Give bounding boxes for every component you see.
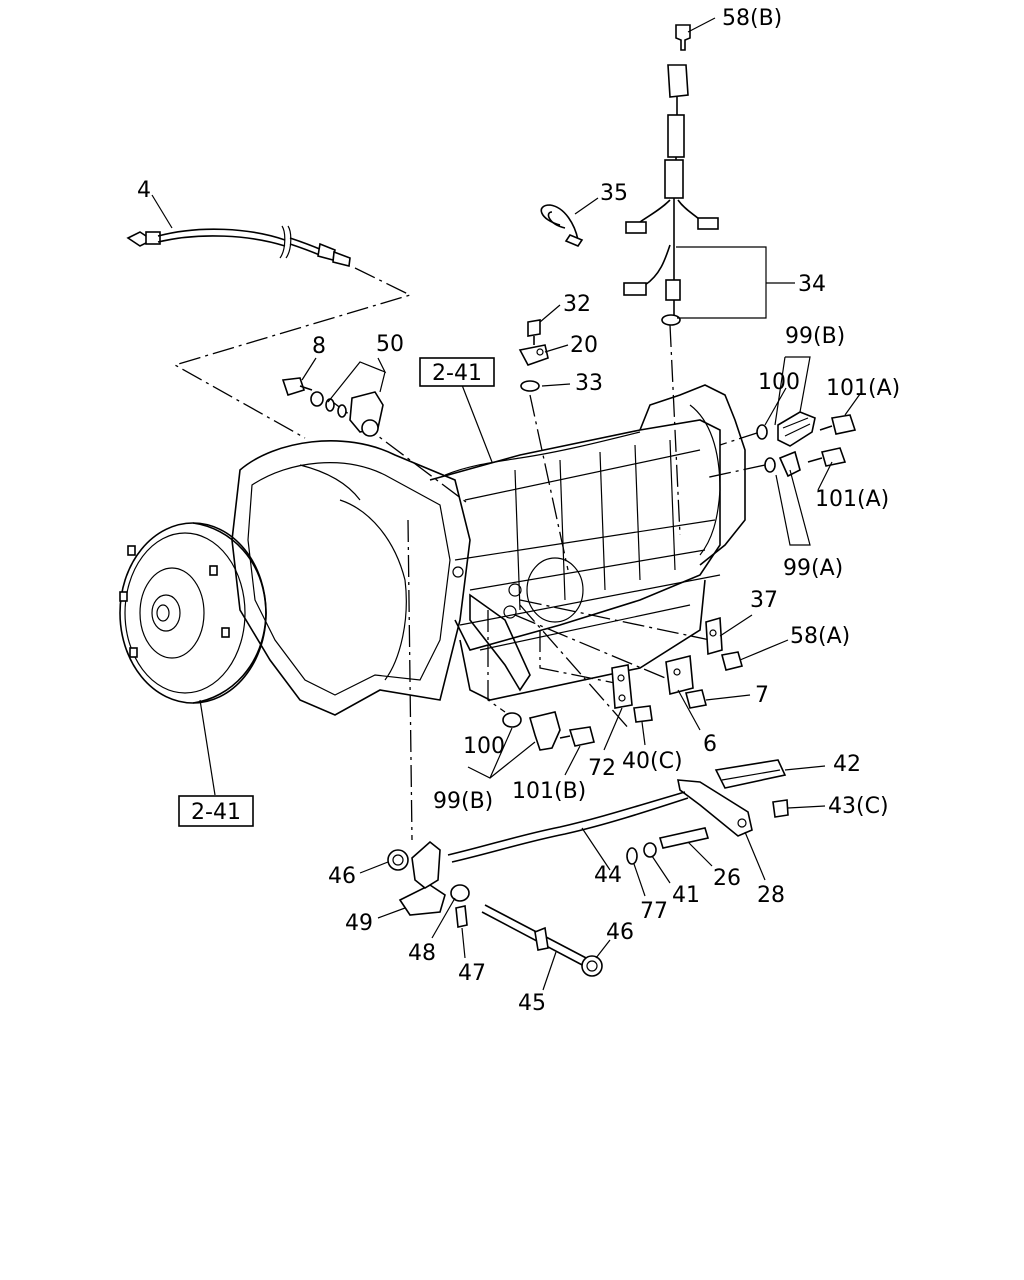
- callout-labels: 58(B) 35 34 4 32 20 33 8 50 99(B) 100 10…: [137, 6, 900, 1016]
- callout-35: 35: [600, 181, 628, 206]
- callout-37: 37: [750, 588, 778, 613]
- small-parts: [281, 319, 857, 977]
- reference-box-upper-label: 2-41: [432, 361, 482, 386]
- callout-20: 20: [570, 333, 598, 358]
- callout-72: 72: [588, 756, 616, 781]
- callout-34: 34: [798, 272, 826, 297]
- guide-lines: [173, 267, 766, 841]
- callout-47: 47: [458, 961, 486, 986]
- callout-41: 41: [672, 883, 700, 908]
- callout-58b: 58(B): [722, 6, 782, 31]
- callout-32: 32: [563, 292, 591, 317]
- reference-box-upper: 2-41: [419, 357, 495, 387]
- callout-49: 49: [345, 911, 373, 936]
- callout-44: 44: [594, 863, 622, 888]
- callout-101a-top: 101(A): [826, 376, 900, 401]
- wiring-harness: [623, 24, 767, 326]
- callout-99b-bot: 99(B): [433, 789, 493, 814]
- callout-100-bot: 100: [463, 734, 505, 759]
- callout-40c: 40(C): [622, 749, 683, 774]
- speedometer-cable: [126, 225, 351, 267]
- callout-6: 6: [703, 732, 717, 757]
- callout-46-left: 46: [328, 864, 356, 889]
- callout-26: 26: [713, 866, 741, 891]
- callout-33: 33: [575, 371, 603, 396]
- callout-100-top: 100: [758, 370, 800, 395]
- callout-101a-mid: 101(A): [815, 487, 889, 512]
- callout-42: 42: [833, 752, 861, 777]
- leader-lines: [151, 17, 861, 991]
- callout-58a: 58(A): [790, 624, 850, 649]
- callout-8: 8: [312, 334, 326, 359]
- torque-converter: [119, 522, 267, 704]
- reference-box-lower: 2-41: [178, 795, 254, 827]
- callout-101b: 101(B): [512, 779, 586, 804]
- reference-box-lower-label: 2-41: [191, 800, 241, 825]
- callout-7: 7: [755, 683, 769, 708]
- transmission-case: [231, 384, 746, 716]
- callout-77: 77: [640, 899, 668, 924]
- harness-clamp: [540, 204, 584, 247]
- callout-48: 48: [408, 941, 436, 966]
- callout-45: 45: [518, 991, 546, 1016]
- callout-46-right: 46: [606, 920, 634, 945]
- callout-99a: 99(A): [783, 556, 843, 581]
- callout-28: 28: [757, 883, 785, 908]
- callout-43c: 43(C): [828, 794, 889, 819]
- callout-50: 50: [376, 332, 404, 357]
- callout-4: 4: [137, 178, 151, 203]
- callout-99b-top: 99(B): [785, 324, 845, 349]
